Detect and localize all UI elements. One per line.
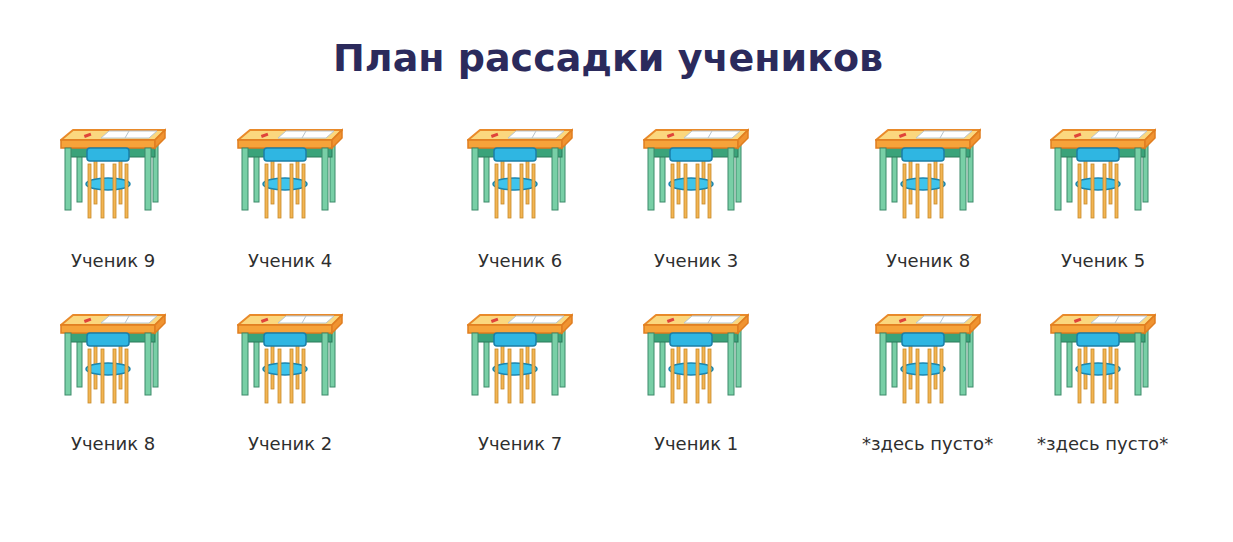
desk-icon [61,130,165,218]
desk-icon [876,315,980,403]
seat-label: *здесь пусто* [862,433,993,454]
seat-label: Ученик 1 [654,433,738,454]
desk-icon [61,315,165,403]
desk-icon [468,130,572,218]
title: План рассадки учеников [333,36,883,80]
desk-icon [876,130,980,218]
seat-label: Ученик 5 [1061,250,1145,271]
seat-label: Ученик 8 [886,250,970,271]
desk-icon [644,315,748,403]
seat-label: Ученик 3 [654,250,738,271]
seat-label: Ученик 7 [478,433,562,454]
desk-icon [238,315,342,403]
seat-label: Ученик 4 [248,250,332,271]
desk-icon [644,130,748,218]
desk-icon [468,315,572,403]
seat-label: *здесь пусто* [1037,433,1168,454]
seat-label: Ученик 8 [71,433,155,454]
seat-label: Ученик 6 [478,250,562,271]
desk-icon [238,130,342,218]
desk-icon [1051,130,1155,218]
seat-label: Ученик 9 [71,250,155,271]
desk-icon [1051,315,1155,403]
seat-label: Ученик 2 [248,433,332,454]
